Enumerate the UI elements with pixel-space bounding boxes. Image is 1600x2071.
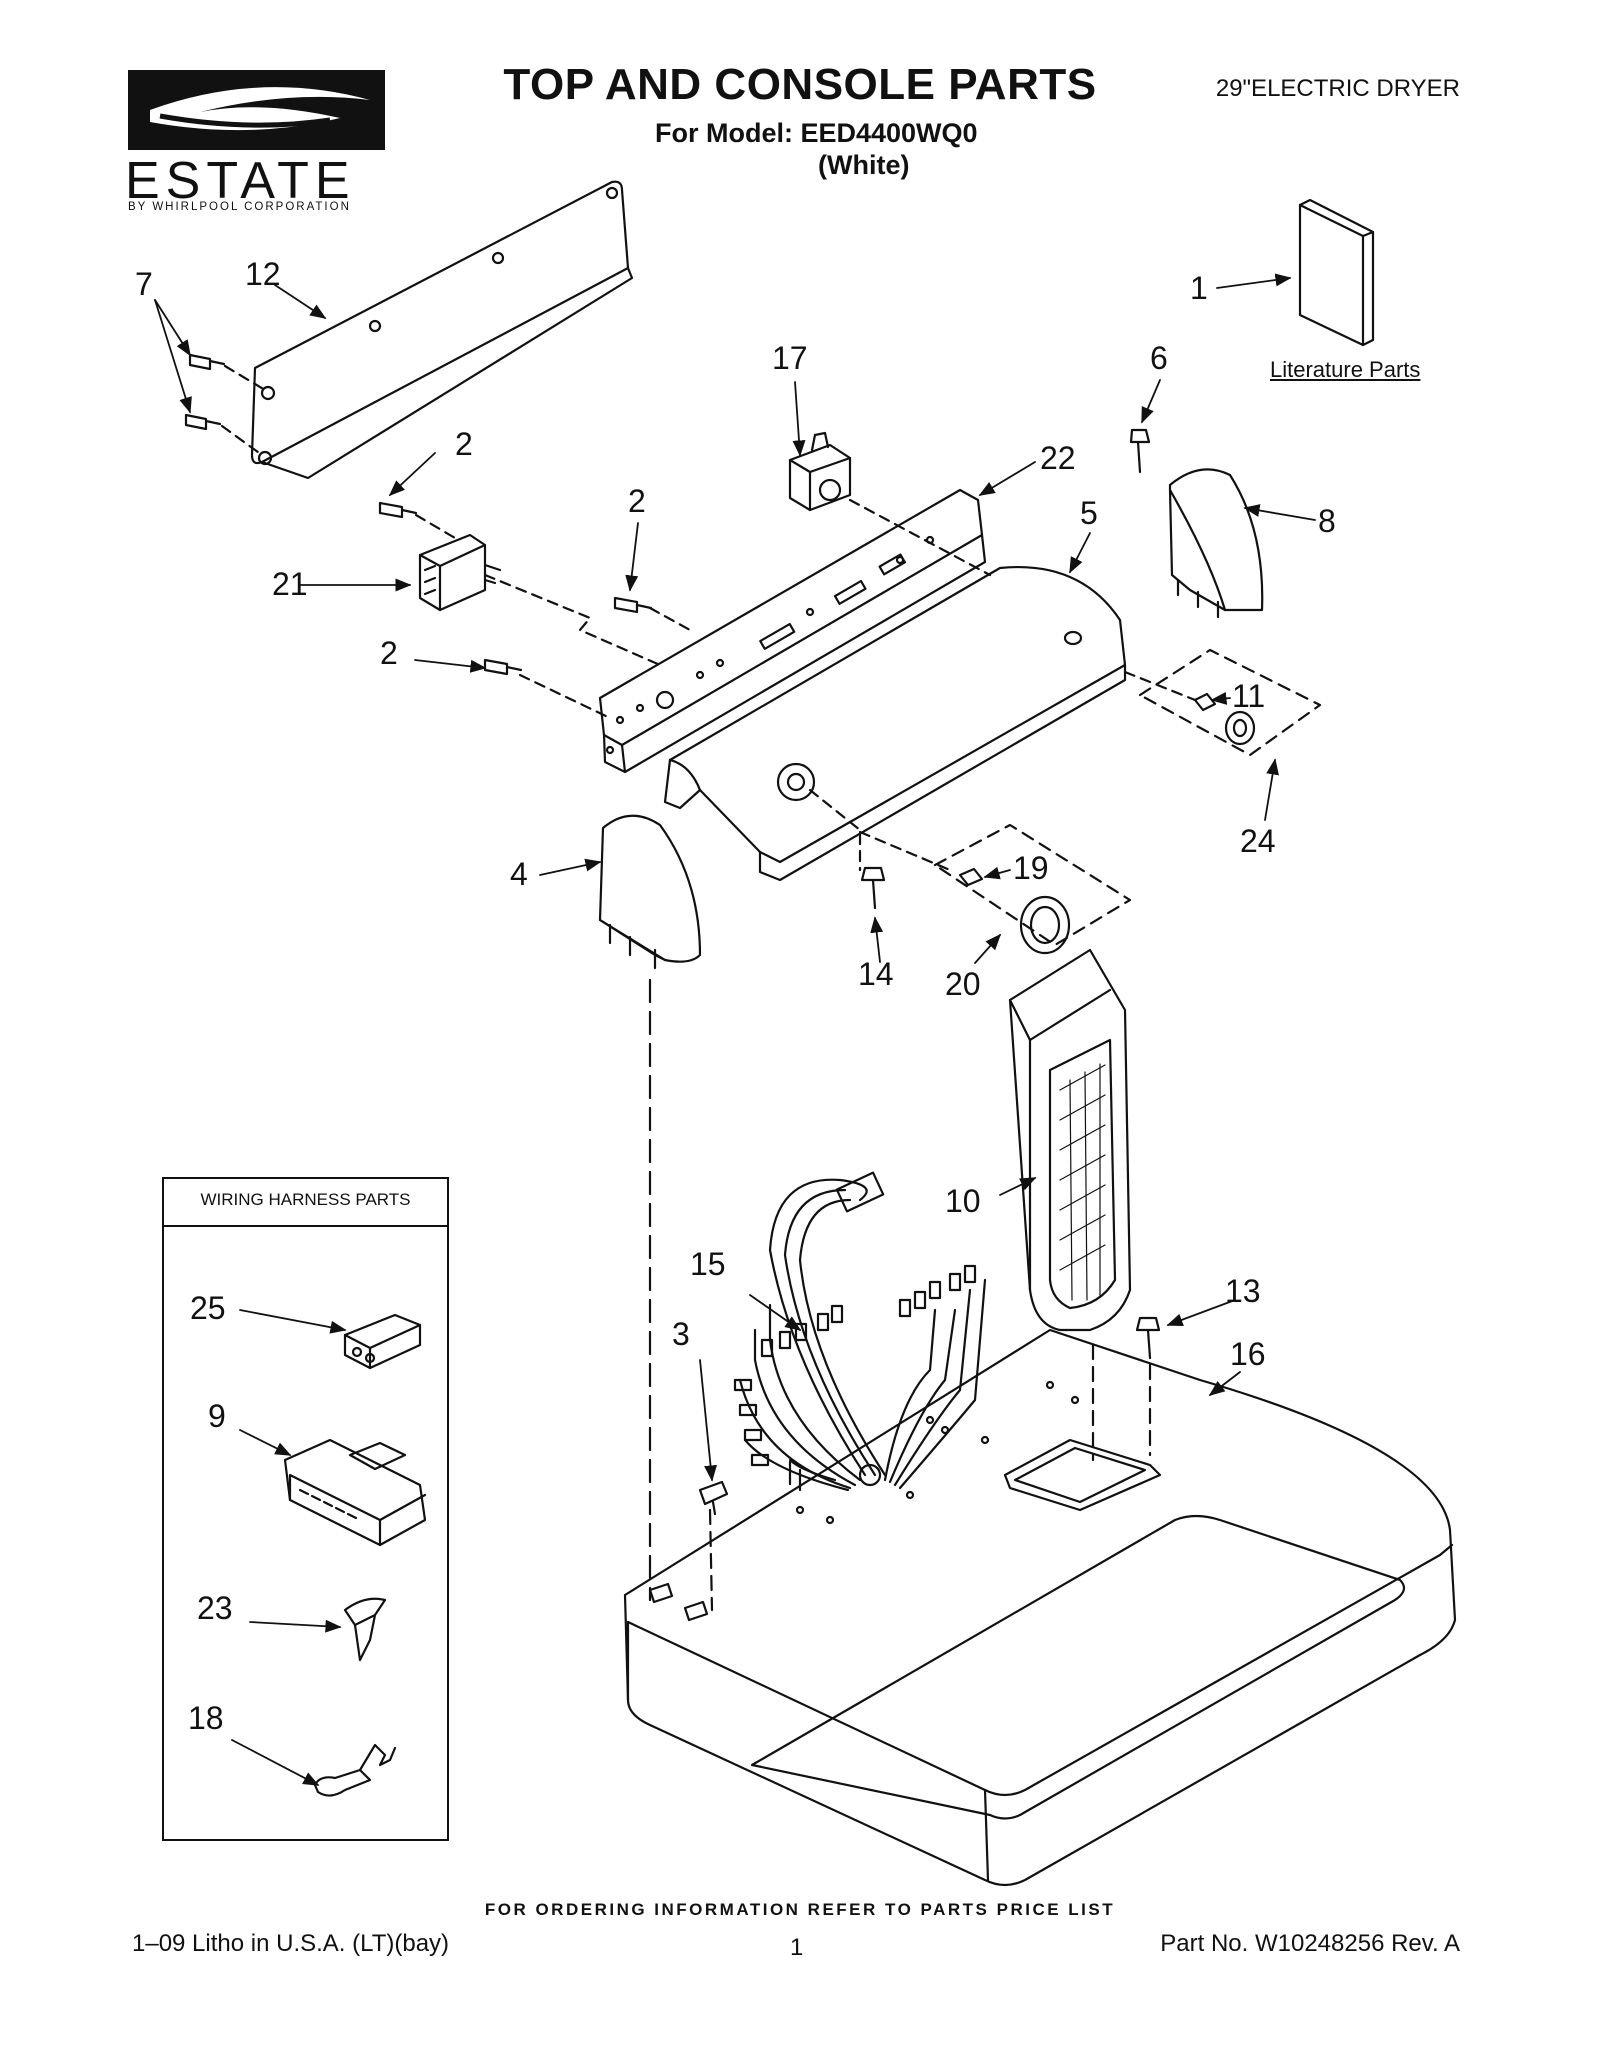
callout-3: 3 <box>672 1316 690 1352</box>
wiring-harness-box <box>162 1177 449 1841</box>
part-22-control-panel <box>598 488 987 774</box>
part-6-screw <box>1129 428 1151 474</box>
callout-16: 16 <box>1230 1336 1266 1372</box>
part-14-screw <box>860 866 886 910</box>
callout-19: 19 <box>1013 850 1049 886</box>
wiring-harness-title: WIRING HARNESS PARTS <box>200 1190 411 1209</box>
part-5-console <box>663 566 1127 882</box>
part-8-endcap-right <box>1168 468 1264 619</box>
product-type: 29"ELECTRIC DRYER <box>1215 75 1460 102</box>
wiring-harness-divider <box>162 1225 449 1227</box>
model-color: (White) <box>818 150 910 180</box>
callout-5: 5 <box>1080 495 1098 531</box>
callout-10: 10 <box>945 1183 981 1219</box>
part-7-screws <box>184 353 226 431</box>
part-19-20-knob <box>958 867 1071 955</box>
callout-24: 24 <box>1240 823 1276 859</box>
callout-25: 25 <box>190 1290 226 1326</box>
callout-17: 17 <box>772 340 808 376</box>
callout-13: 13 <box>1225 1273 1261 1309</box>
part-15-wiring-harness <box>733 1171 987 1492</box>
callout-7: 7 <box>135 266 153 302</box>
part-16-top-panel <box>623 1328 1457 1887</box>
part-17-switch <box>788 431 852 512</box>
callout-1: 1 <box>1190 270 1208 306</box>
callout-12: 12 <box>245 256 281 292</box>
part-25-connector <box>343 1313 422 1370</box>
logo-brand: ESTATE <box>125 152 356 210</box>
callout-14: 14 <box>858 956 894 992</box>
callout-11: 11 <box>1232 678 1266 714</box>
callout-18: 18 <box>188 1700 224 1736</box>
callout-2: 2 <box>455 426 473 462</box>
callout-leaders <box>154 273 1316 1786</box>
model-number: For Model: EED4400WQ0 <box>655 118 978 148</box>
callout-23: 23 <box>197 1590 233 1626</box>
page-title: TOP AND CONSOLE PARTS <box>503 60 1097 109</box>
estate-logo-emblem <box>128 70 385 150</box>
part-1-literature <box>1298 198 1375 347</box>
callout-8: 8 <box>1318 503 1336 539</box>
part-21-timer <box>418 533 502 612</box>
part-4-endcap-left <box>598 814 702 970</box>
callout-2: 2 <box>628 483 646 519</box>
part-10-lint-filter <box>1008 948 1132 1332</box>
callout-9: 9 <box>208 1398 226 1434</box>
callout-15: 15 <box>690 1246 726 1282</box>
part-18-terminal <box>313 1743 397 1797</box>
page-number: 1 <box>790 1934 804 1961</box>
callout-4: 4 <box>510 856 528 892</box>
callout-20: 20 <box>945 966 981 1002</box>
callout-6: 6 <box>1150 340 1168 376</box>
callout-21: 21 <box>272 566 308 602</box>
part-3-clip <box>698 1480 729 1516</box>
part-number: Part No. W10248256 Rev. A <box>1160 1930 1460 1957</box>
ordering-note: FOR ORDERING INFORMATION REFER TO PARTS … <box>484 1900 1116 1919</box>
literature-parts-label: Literature Parts <box>1270 357 1421 382</box>
part-13-screw <box>1135 1316 1161 1360</box>
part-9-terminal-block <box>283 1438 427 1547</box>
part-23-clip <box>343 1597 387 1662</box>
callout-2: 2 <box>380 635 398 671</box>
part-12-rear-panel <box>250 180 634 480</box>
litho-info: 1‒09 Litho in U.S.A. (LT)(bay) <box>132 1930 450 1957</box>
callout-22: 22 <box>1040 440 1076 476</box>
logo-tagline: BY WHIRLPOOL CORPORATION <box>128 201 351 213</box>
